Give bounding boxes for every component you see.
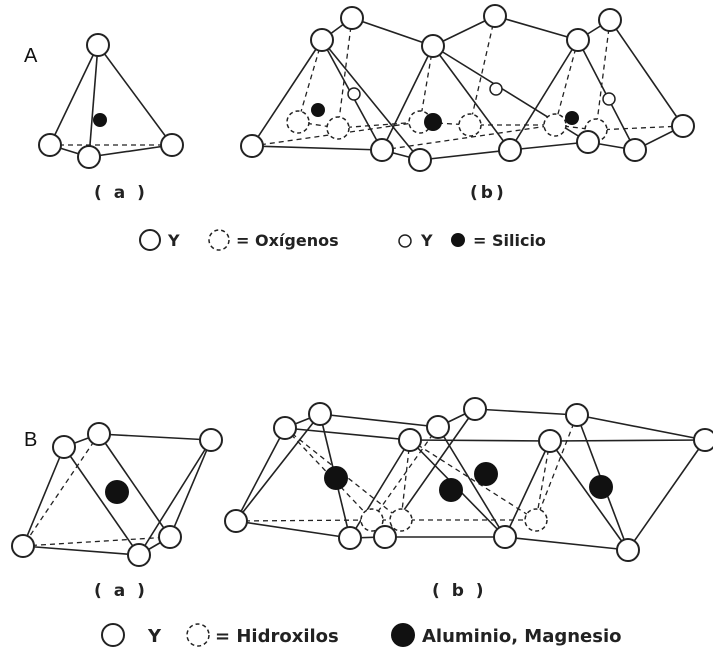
hydroxyl-atom xyxy=(338,526,362,550)
legend-hydroxyl-label: = Hidroxilos xyxy=(215,626,339,647)
panel-b-label: B xyxy=(24,429,37,451)
oxygen-atom xyxy=(240,134,264,158)
hydroxyl-atom xyxy=(693,428,713,452)
silicon-atom xyxy=(311,103,325,117)
hydroxyl-atom xyxy=(308,402,332,426)
legend-metal-label: Aluminio, Magnesio xyxy=(422,626,622,647)
hydroxyl-atom xyxy=(52,435,76,459)
hydroxyl-atom xyxy=(538,429,562,453)
silicon-atom xyxy=(93,113,107,127)
legend-y-label: Y xyxy=(420,231,433,250)
metal-atom xyxy=(324,466,348,490)
panel-a-sub-a-label: ( a ) xyxy=(94,183,148,203)
panel-a-sub-b-label: (b) xyxy=(470,183,507,203)
hydroxyl-atom xyxy=(199,428,223,452)
hidden-hydroxyl-atom xyxy=(524,508,548,532)
legend-y-label: Y xyxy=(147,626,162,647)
silica-tetrahedron xyxy=(38,33,184,169)
metal-atom xyxy=(474,462,498,486)
hydroxyl-atom xyxy=(373,525,397,549)
oxygen-atom xyxy=(310,28,334,52)
legend-silicon-label: = Silicio xyxy=(473,231,546,250)
hidden-oxygen-atom xyxy=(543,113,567,137)
silicon-atom xyxy=(424,113,442,131)
hydroxyl-atom xyxy=(158,525,182,549)
hydroxyl-atom xyxy=(273,416,297,440)
hidden-hydroxyl-atom xyxy=(360,508,384,532)
panel-b-sub-b-label: ( b ) xyxy=(432,581,487,601)
metal-atom xyxy=(439,478,463,502)
legend-silicon-dot xyxy=(451,233,465,247)
oxygen-atom xyxy=(483,4,507,28)
panel-b-sub-a-label: ( a ) xyxy=(94,581,148,601)
oxygen-atom xyxy=(38,133,62,157)
oxygen-atom xyxy=(160,133,184,157)
oxygen-atom xyxy=(576,130,600,154)
hydroxyl-atom xyxy=(224,509,248,533)
panel-a-label: A xyxy=(24,45,38,67)
metal-atom xyxy=(105,480,129,504)
legend-hidden-hydroxyl-circle xyxy=(186,623,210,647)
legend-silicon-circle xyxy=(398,234,412,248)
oxygen-atom xyxy=(421,34,445,58)
hydroxyl-atom xyxy=(127,543,151,567)
oxygen-atom xyxy=(566,28,590,52)
oxygen-atom xyxy=(340,6,364,30)
oxygen-atom xyxy=(671,114,695,138)
hydroxyl-atom xyxy=(565,403,589,427)
hydroxyl-atom xyxy=(87,422,111,446)
legend-metal-dot xyxy=(391,623,415,647)
octahedron xyxy=(11,422,223,567)
silicon-atom xyxy=(565,111,579,125)
hydroxyl-atom xyxy=(11,534,35,558)
oxygen-atom xyxy=(370,138,394,162)
legend-oxygen-label: = Oxígenos xyxy=(236,231,339,250)
hidden-silicon-atom xyxy=(489,82,503,96)
hidden-hydroxyl-atom xyxy=(389,508,413,532)
hydroxyl-atom xyxy=(463,397,487,421)
octahedral-sheet xyxy=(224,397,713,562)
legend-y-label: Y xyxy=(167,231,180,250)
oxygen-atom xyxy=(598,8,622,32)
hydroxyl-atom xyxy=(493,525,517,549)
oxygen-atom xyxy=(86,33,110,57)
legend-hydroxyl-circle xyxy=(101,623,125,647)
hidden-silicon-atom xyxy=(347,87,361,101)
silica-tetrahedral-sheet xyxy=(240,4,695,172)
oxygen-atom xyxy=(77,145,101,169)
legend-oxygen-circle xyxy=(139,229,161,251)
legend-hydroxyl-metal: Y = Hidroxilos Aluminio, Magnesio xyxy=(101,623,622,647)
hydroxyl-atom xyxy=(426,415,450,439)
oxygen-atom xyxy=(623,138,647,162)
hidden-oxygen-atom xyxy=(458,113,482,137)
oxygen-atom xyxy=(408,148,432,172)
oxygen-atom xyxy=(498,138,522,162)
metal-atom xyxy=(589,475,613,499)
hidden-oxygen-atom xyxy=(286,110,310,134)
hidden-oxygen-atom xyxy=(326,116,350,140)
hidden-silicon-atom xyxy=(602,92,616,106)
hydroxyl-atom xyxy=(398,428,422,452)
hydroxyl-atom xyxy=(616,538,640,562)
legend-oxygen-silicon: Y = Oxígenos Y = Silicio xyxy=(139,229,546,251)
legend-hidden-oxygen-circle xyxy=(208,229,230,251)
